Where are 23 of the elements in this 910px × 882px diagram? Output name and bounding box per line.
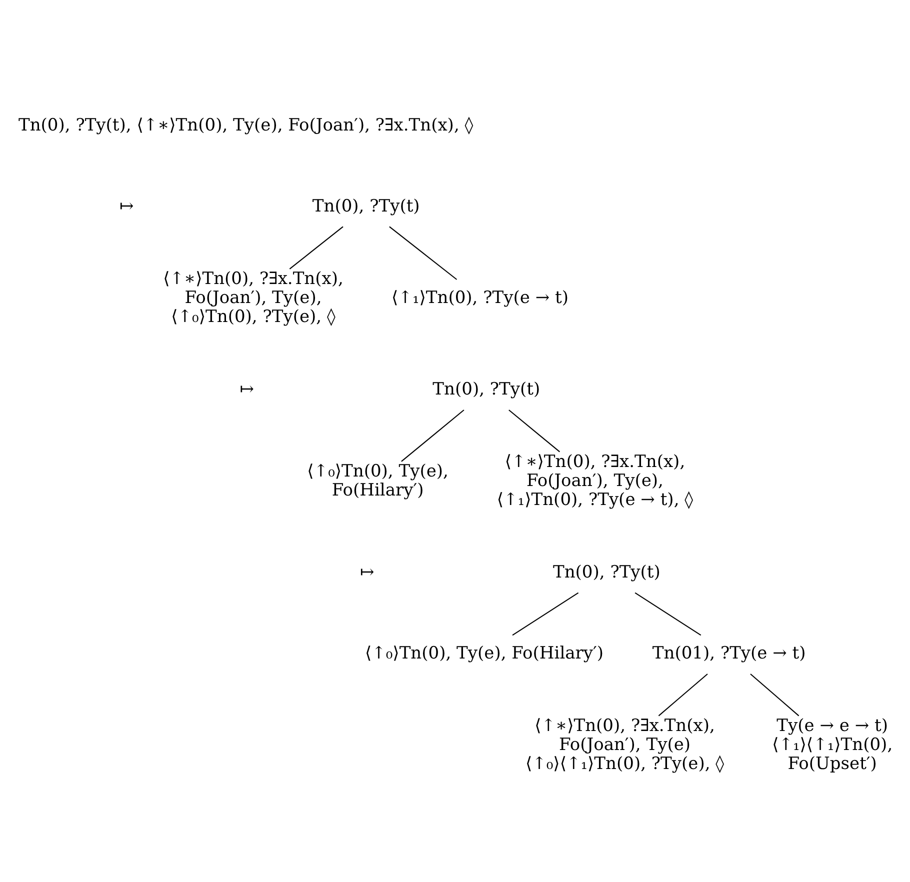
label: Tn(0), ?Ty(t), ⟨↑∗⟩Tn(0), Ty(e), Fo(Joan′), ?∃x.Tn(x), ◊ <box>18 114 474 135</box>
connector <box>289 226 344 269</box>
label: ↦ <box>240 378 254 399</box>
node-text: Tn(0), ?Ty(t) <box>432 378 540 399</box>
node-text: ⟨↑₀⟩Tn(0), Ty(e), Fo(Hilary′) <box>307 460 448 500</box>
connector <box>389 226 458 280</box>
connector <box>634 592 702 636</box>
label: ↦ <box>360 562 374 582</box>
node-text: ⟨↑∗⟩Tn(0), ?∃x.Tn(x), Fo(Joan′), Ty(e), ⟨↑₁⟩Tn(0), ?Ty(e → t), ◊ <box>496 451 694 510</box>
node-text: ⟨↑₁⟩Tn(0), ?Ty(e → t) <box>392 287 568 308</box>
connector <box>512 592 579 636</box>
label: ↦ <box>119 196 134 216</box>
connector <box>750 673 800 716</box>
node-text: Tn(01), ?Ty(e → t) <box>652 642 806 663</box>
node-text: Tn(0), ?Ty(t) <box>312 196 420 216</box>
node-text: ⟨↑∗⟩Tn(0), ?∃x.Tn(x), Fo(Joan′), Ty(e), ⟨↑₀⟩Tn(0), ?Ty(e), ◊ <box>163 268 344 327</box>
node-text: Tn(0), ?Ty(t) <box>552 562 660 582</box>
node-text: ⟨↑∗⟩Tn(0), ?∃x.Tn(x), Fo(Joan′), Ty(e) ⟨↑₀⟩⟨↑₁⟩Tn(0), ?Ty(e), ◊ <box>525 715 724 774</box>
connector <box>508 409 560 452</box>
connector <box>401 409 464 462</box>
connector <box>658 673 708 716</box>
node-text: Ty(e → e → t) ⟨↑₁⟩⟨↑₁⟩Tn(0), Fo(Upset′) <box>772 715 893 774</box>
node-text: ⟨↑₀⟩Tn(0), Ty(e), Fo(Hilary′) <box>364 642 604 663</box>
